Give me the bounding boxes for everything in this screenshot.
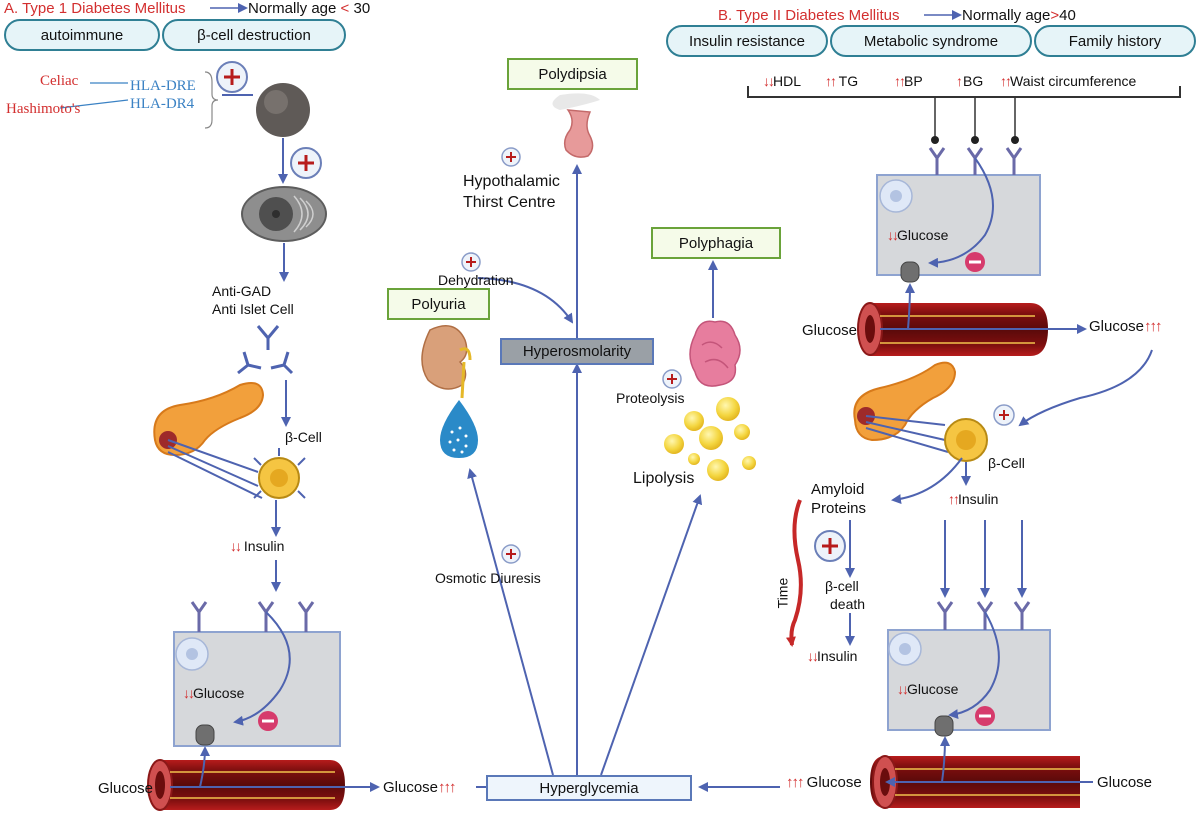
thirst-centre-label: Thirst Centre: [463, 194, 556, 211]
vessel-glucose-left: Glucose: [98, 780, 154, 797]
type2-title: B. Type II Diabetes Mellitus: [718, 7, 900, 24]
hla-dr4-label: HLA-DR4: [130, 96, 195, 112]
vessel-glucose-right-out: Glucose↑↑↑: [1089, 318, 1162, 335]
urine-drop-icon: [440, 400, 478, 458]
pancreas-icon: [853, 361, 957, 442]
osmotic-diuresis-label: Osmotic Diuresis: [435, 570, 541, 586]
celiac-label: Celiac: [40, 73, 79, 89]
marker-tg: ↑↑ TG: [825, 73, 859, 89]
type1-title: A. Type 1 Diabetes Mellitus: [4, 0, 186, 17]
insulin-decrease-label: ↓↓ Insulin: [230, 538, 285, 554]
type1-age: Normally age < 30: [248, 0, 371, 17]
dehydration-label: Dehydration: [438, 272, 514, 288]
glucose-out-left: Glucose↑↑↑: [383, 779, 456, 796]
proteolysis-label: Proteolysis: [616, 390, 685, 406]
blood-vessel-left: [147, 759, 345, 811]
insulin-increase-label: ↑↑Insulin: [948, 491, 999, 507]
pill-metabolic-syndrome: Metabolic syndrome: [830, 25, 1032, 57]
hashimoto-line: [59, 99, 129, 109]
amyloid-label: Amyloid: [811, 481, 865, 498]
marker-waist: ↑↑Waist circumference: [1000, 73, 1137, 89]
lipolysis-label: Lipolysis: [633, 470, 695, 487]
glucose-bottom-mid: ↑↑↑ Glucose: [786, 774, 862, 791]
proteins-label: Proteins: [811, 500, 867, 517]
insulin-decrease-right: ↓↓Insulin: [807, 648, 858, 664]
throat-icon: [552, 93, 600, 158]
marker-hdl: ↓↓HDL: [763, 73, 802, 89]
glucose-bottom-right: Glucose: [1097, 774, 1153, 791]
target-cell-right-bottom: [887, 601, 1051, 737]
hla-dre-label: HLA-DRE: [130, 78, 196, 94]
polyphagia-box: Polyphagia: [651, 227, 781, 259]
pill-insulin-resistance: Insulin resistance: [666, 25, 828, 57]
pancreas-icon: [153, 382, 265, 457]
beta-cell-label: β-Cell: [285, 429, 322, 445]
hashimoto-label: Hashimoto's: [6, 101, 81, 117]
marker-bp: ↑↑BP: [894, 73, 923, 89]
pill-autoimmune: autoimmune: [4, 19, 160, 51]
anti-islet-label: Anti Islet Cell: [212, 301, 294, 317]
cell-glucose-right-top: ↓↓Glucose: [887, 227, 949, 243]
cell-glucose-right-bottom: ↓↓Glucose: [897, 681, 959, 697]
kidney-icon: [421, 325, 472, 399]
death-label: death: [830, 596, 866, 612]
anti-gad-label: Anti-GAD: [212, 283, 272, 299]
polyuria-box: Polyuria: [387, 288, 490, 320]
protein-icon: [689, 320, 741, 387]
pill-beta-cell-destruction: β-cell destruction: [162, 19, 346, 51]
antibody-icon: [237, 325, 294, 375]
hypothalamic-label: Hypothalamic: [463, 173, 560, 190]
beta-cell-icon: [944, 418, 988, 462]
fat-droplets-icon: [664, 397, 756, 481]
hla-brace: [204, 71, 219, 129]
vessel-glucose-right-in: Glucose: [802, 322, 858, 339]
marker-bg: ↑BG: [956, 73, 984, 89]
cell-glucose-left: ↓↓Glucose: [183, 685, 245, 701]
time-arrow: [785, 499, 803, 647]
time-label: Time: [774, 577, 791, 609]
target-cell-left: [173, 601, 341, 747]
hyperosmolarity-box: Hyperosmolarity: [500, 338, 654, 365]
beta-cell-label-right: β-Cell: [988, 455, 1025, 471]
hyperglycemia-box: Hyperglycemia: [486, 775, 692, 801]
type2-age: Normally age>40: [962, 7, 1076, 24]
pill-family-history: Family history: [1034, 25, 1196, 57]
target-cell-right-top: [876, 147, 1041, 283]
marker-bracket: [747, 86, 1181, 98]
beta-cell-icon: [253, 448, 306, 499]
beta-cell-death-label: β-cell: [825, 578, 859, 594]
polydipsia-box: Polydipsia: [507, 58, 638, 90]
